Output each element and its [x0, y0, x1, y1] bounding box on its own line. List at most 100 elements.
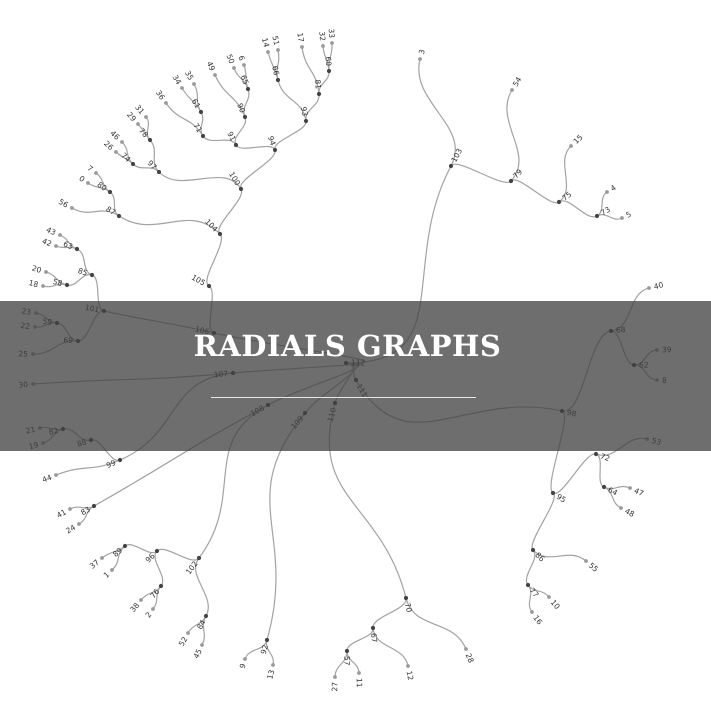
node-label-84: 84: [195, 618, 208, 631]
edge-103-3: [418, 58, 456, 167]
node-label-72: 72: [599, 452, 611, 464]
internal-node-81: [316, 91, 322, 97]
node-label-37: 37: [88, 558, 101, 571]
node-label-7: 7: [85, 164, 94, 174]
node-label-43: 43: [45, 225, 58, 237]
node-label-44: 44: [41, 473, 53, 485]
internal-node-97: [156, 169, 162, 175]
leaf-node-10: [547, 595, 551, 599]
node-label-92: 92: [259, 643, 270, 655]
node-label-99: 99: [105, 458, 118, 470]
edge-67-57: [346, 627, 374, 652]
edge-66-51: [276, 49, 280, 81]
edge-64-48: [603, 486, 622, 509]
leaf-node-2: [151, 607, 155, 611]
leaf-node-1: [110, 568, 114, 572]
node-label-64: 64: [607, 485, 620, 497]
leaf-node-29: [136, 122, 140, 126]
edge-61-35: [193, 83, 202, 113]
internal-node-71: [200, 133, 206, 139]
leaf-node-5: [620, 216, 624, 220]
node-label-73: 73: [599, 205, 612, 218]
edge-77-16: [527, 584, 533, 613]
leaf-node-35: [192, 82, 196, 86]
internal-node-91: [233, 142, 239, 148]
edge-94-91: [235, 144, 276, 151]
leaf-node-0: [86, 181, 90, 185]
leaf-node-13: [271, 663, 275, 667]
node-label-24: 24: [64, 523, 77, 536]
internal-node-104: [217, 231, 223, 237]
edge-73-5: [596, 214, 623, 220]
leaf-node-40: [647, 286, 651, 290]
node-label-67: 67: [369, 633, 379, 644]
leaf-node-27: [333, 675, 337, 679]
node-label-5: 5: [624, 209, 633, 219]
leaf-node-50: [232, 66, 236, 70]
internal-node-57: [344, 648, 350, 654]
internal-node-60: [326, 68, 332, 74]
edge-75-73: [558, 200, 598, 218]
node-label-28: 28: [464, 652, 476, 664]
node-label-33: 33: [327, 28, 336, 38]
edge-100-97: [158, 171, 242, 190]
edge-93-66: [277, 79, 307, 122]
edge-86-77: [525, 549, 536, 586]
edge-80-7: [95, 172, 111, 193]
leaf-node-42: [54, 244, 58, 248]
internal-node-94: [272, 147, 278, 153]
edge-102-84: [194, 557, 209, 617]
node-label-65: 65: [239, 74, 251, 86]
edge-104-100: [218, 188, 243, 235]
internal-node-74: [130, 161, 136, 167]
node-label-80: 80: [96, 180, 109, 193]
node-label-61: 61: [190, 97, 203, 110]
edge-95-86: [531, 492, 555, 551]
node-label-18: 18: [28, 278, 40, 289]
internal-node-96: [154, 548, 160, 554]
node-label-10: 10: [549, 598, 562, 611]
node-label-85: 85: [77, 266, 89, 278]
internal-node-73: [594, 213, 600, 219]
node-label-6: 6: [236, 54, 246, 62]
edge-85-63: [76, 248, 93, 276]
leaf-node-33: [330, 41, 334, 45]
node-label-15: 15: [572, 133, 585, 146]
leaf-node-9: [243, 657, 247, 661]
leaf-node-20: [44, 270, 48, 274]
internal-node-65: [245, 86, 251, 92]
node-label-26: 26: [102, 139, 115, 152]
edge-67-12: [372, 627, 409, 667]
node-label-105: 105: [190, 273, 207, 288]
edge-92-9: [244, 639, 268, 660]
edge-58-18: [42, 283, 68, 288]
node-label-41: 41: [55, 507, 68, 520]
leaf-node-54: [510, 88, 514, 92]
leaf-node-14: [266, 50, 270, 54]
node-label-60: 60: [324, 56, 334, 66]
leaf-node-46: [120, 140, 124, 144]
leaf-node-12: [406, 664, 410, 668]
internal-node-95: [550, 490, 556, 496]
node-label-52: 52: [177, 635, 190, 648]
node-label-3: 3: [417, 48, 427, 55]
node-label-34: 34: [171, 73, 184, 86]
leaf-node-24: [77, 522, 81, 526]
edge-103-79: [450, 163, 512, 183]
node-label-50: 50: [225, 53, 237, 65]
internal-node-103: [448, 163, 454, 169]
node-label-55: 55: [587, 561, 600, 574]
edge-63-42: [55, 245, 78, 250]
node-label-71: 71: [191, 121, 204, 134]
leaf-node-34: [180, 86, 184, 90]
internal-node-76: [158, 583, 164, 589]
node-label-16: 16: [531, 613, 544, 626]
node-label-11: 11: [355, 678, 364, 688]
edge-73-4: [596, 191, 608, 217]
internal-node-102: [196, 555, 202, 561]
node-label-63: 63: [62, 239, 75, 251]
edge-97-74: [132, 163, 160, 173]
edge-83-24: [78, 505, 95, 525]
internal-node-92: [264, 637, 270, 643]
internal-node-105: [206, 283, 212, 289]
